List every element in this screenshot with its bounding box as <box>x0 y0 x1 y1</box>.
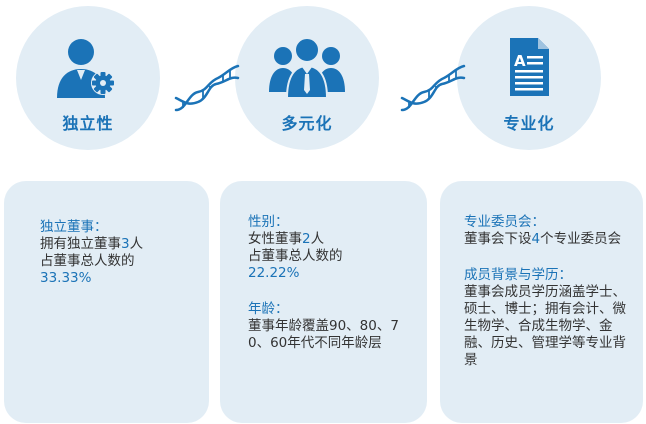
people-group-icon <box>269 37 345 98</box>
section-gender: 性别： 女性董事2人 占董事总人数的 22.22% <box>248 214 413 282</box>
document-letter: A <box>514 52 526 70</box>
document-icon: A <box>510 38 549 96</box>
independent-directors-ratio-label: 占董事总人数的 <box>40 253 135 269</box>
section-committees: 专业委员会： 董事会下设4个专业委员会 <box>464 214 633 248</box>
committees-count: 董事会下设4个专业委员会 <box>464 231 633 248</box>
text-fragment: 人 <box>129 236 144 252</box>
heading-committees: 专业委员会： <box>464 214 545 230</box>
text-fragment: 拥有独立董事 <box>40 236 121 252</box>
section-independent-directors: 独立董事： 拥有独立董事3人 占董事总人数的 33.33% <box>40 219 189 287</box>
heading-gender: 性别： <box>248 214 289 230</box>
circle-label-professional: 专业化 <box>503 114 555 133</box>
female-directors-ratio: 22.22% <box>248 265 300 281</box>
circle-label-diversity: 多元化 <box>281 114 333 133</box>
age-coverage: 董事年龄覆盖90、80、70、60年代不同年龄层 <box>248 318 399 351</box>
independent-directors-ratio: 33.33% <box>40 270 92 286</box>
person-gear-icon <box>57 39 115 98</box>
female-directors-ratio-label: 占董事总人数的 <box>248 248 343 264</box>
highlight-number: 4 <box>531 231 541 247</box>
card-independence: 独立董事： 拥有独立董事3人 占董事总人数的 33.33% <box>4 181 209 423</box>
section-background: 成员背景与学历： 董事会成员学历涵盖学士、硕士、博士；拥有会计、微生物学、合成生… <box>464 267 633 369</box>
text-fragment: 人 <box>310 231 325 247</box>
highlight-number: 2 <box>302 231 311 247</box>
heading-age: 年龄： <box>248 301 289 317</box>
dna-helix-icon <box>174 64 240 112</box>
card-diversity: 性别： 女性董事2人 占董事总人数的 22.22% 年龄： 董事年龄覆盖90、8… <box>220 181 427 423</box>
text-fragment: 女性董事 <box>248 231 302 247</box>
circle-professional: A 专业化 <box>457 6 601 150</box>
female-directors-count: 女性董事2人 <box>248 231 413 248</box>
card-professional: 专业委员会： 董事会下设4个专业委员会 成员背景与学历： 董事会成员学历涵盖学士… <box>440 181 643 423</box>
text-fragment: 个专业委员会 <box>540 231 622 247</box>
heading-background: 成员背景与学历： <box>464 267 572 283</box>
background-detail: 董事会成员学历涵盖学士、硕士、博士；拥有会计、微生物学、合成生物学、金融、历史、… <box>464 284 626 368</box>
highlight-number: 3 <box>121 236 130 252</box>
section-age: 年龄： 董事年龄覆盖90、80、70、60年代不同年龄层 <box>248 301 413 352</box>
independent-directors-count: 拥有独立董事3人 <box>40 236 189 253</box>
dna-helix-icon <box>400 64 466 112</box>
heading-independent-directors: 独立董事： <box>40 219 108 235</box>
circle-label-independence: 独立性 <box>62 114 114 133</box>
circle-diversity: 多元化 <box>235 6 379 150</box>
text-fragment: 董事会下设 <box>464 231 532 247</box>
circle-independence: 独立性 <box>16 6 160 150</box>
